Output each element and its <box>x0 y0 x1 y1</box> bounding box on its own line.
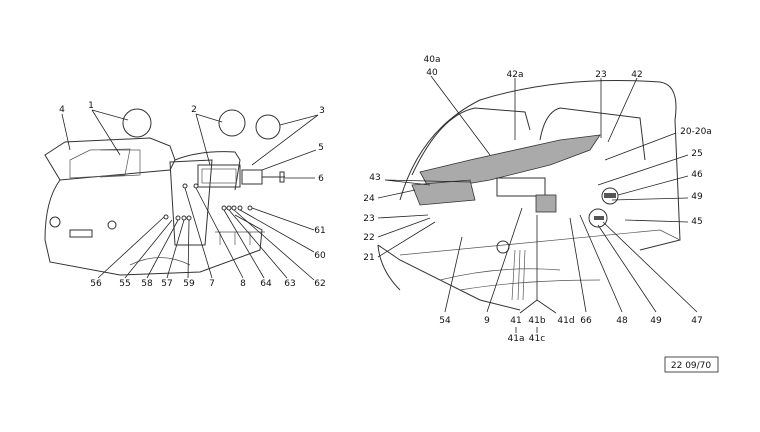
detail-circle-3 <box>255 114 281 140</box>
label-42a: 42a <box>507 70 524 80</box>
label-24: 24 <box>363 194 375 204</box>
label-57: 57 <box>161 279 172 289</box>
label-48: 48 <box>616 316 628 326</box>
label-49-bottom: 49 <box>650 316 662 326</box>
label-64: 64 <box>260 279 272 289</box>
glovebox-opening <box>496 177 546 197</box>
label-7: 7 <box>209 279 215 289</box>
label-55: 55 <box>119 279 130 289</box>
label-41d: 41d <box>557 316 574 326</box>
label-2: 2 <box>191 105 197 115</box>
left-leader-lines <box>61 109 319 281</box>
label-22: 22 <box>363 233 374 243</box>
label-42: 42 <box>631 70 642 80</box>
label-3: 3 <box>319 106 325 116</box>
label-54: 54 <box>439 316 451 326</box>
label-56: 56 <box>90 279 102 289</box>
label-5: 5 <box>318 143 324 153</box>
door-outline <box>169 159 213 246</box>
instrument-panel <box>535 194 557 213</box>
label-20-20a: 20-20a <box>680 127 712 137</box>
label-46: 46 <box>691 170 703 180</box>
label-25: 25 <box>691 149 702 159</box>
label-9: 9 <box>484 316 490 326</box>
label-61: 61 <box>314 226 325 236</box>
label-62: 62 <box>314 279 325 289</box>
label-63: 63 <box>284 279 295 289</box>
label-66: 66 <box>580 316 592 326</box>
label-60: 60 <box>314 251 326 261</box>
label-58: 58 <box>141 279 153 289</box>
label-41a: 41a <box>508 334 525 344</box>
label-41b: 41b <box>528 316 545 326</box>
label-21: 21 <box>363 253 374 263</box>
label-49-right: 49 <box>691 192 703 202</box>
right-leader-lines <box>377 75 698 314</box>
label-23-left: 23 <box>363 214 374 224</box>
label-6: 6 <box>318 174 324 184</box>
label-59: 59 <box>183 279 195 289</box>
left-cab-drawing: 4 1 2 3 5 6 61 60 62 63 64 8 7 59 57 58 … <box>44 101 326 289</box>
windshield-glass <box>44 137 176 181</box>
label-40a: 40a <box>424 55 441 65</box>
reference-box <box>664 356 719 373</box>
side-window-frame <box>197 164 241 188</box>
label-41c: 41c <box>529 334 545 344</box>
label-41: 41 <box>510 316 521 326</box>
label-8: 8 <box>240 279 246 289</box>
reference-number: 22 09/70 <box>671 361 712 371</box>
detail-circle-1 <box>122 108 152 138</box>
detail-circle-2 <box>218 109 246 137</box>
label-43: 43 <box>369 173 380 183</box>
label-45: 45 <box>691 217 702 227</box>
label-1: 1 <box>88 101 94 111</box>
label-47: 47 <box>691 316 702 326</box>
label-23-top: 23 <box>595 70 606 80</box>
label-4: 4 <box>59 105 65 115</box>
right-cab-drawing: 40a 40 42a 23 42 20-20a 25 46 49 45 43 2… <box>363 55 712 344</box>
label-40: 40 <box>426 68 438 78</box>
